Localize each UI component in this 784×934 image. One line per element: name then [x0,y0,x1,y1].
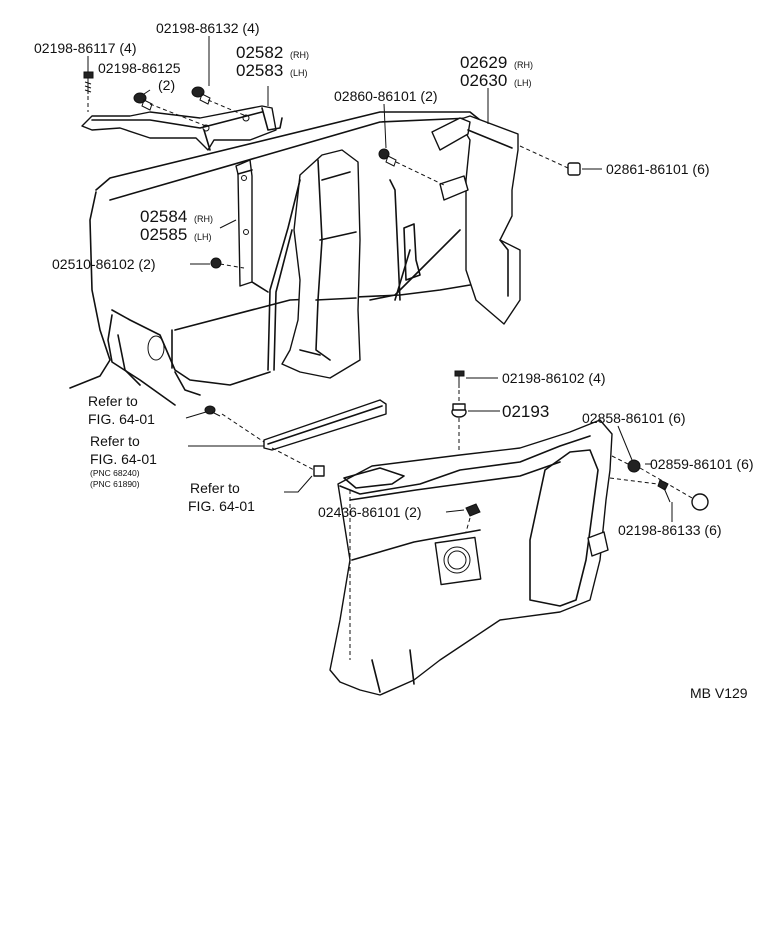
ref3-line2: FIG. 64-01 [188,498,255,514]
label-02583-side: (LH) [290,68,308,78]
quarter-trim-panel [329,419,613,696]
label-02510-86102: 02510-86102 (2) [52,256,156,272]
bracket-02584 [235,159,269,293]
label-02585-side: (LH) [194,232,212,242]
screw-02198-86117 [83,71,94,94]
ref2-pnc1: (PNC 68240) [90,468,140,478]
label-02198-86133: 02198-86133 (6) [618,522,722,538]
ref3-line1: Refer to [190,480,240,496]
nut-02510-86102 [210,257,222,269]
label-02436-86101: 02436-86101 (2) [318,504,422,520]
label-02629: 02629 [460,53,507,72]
ref1-line1: Refer to [88,393,138,409]
label-02193: 02193 [502,402,549,421]
label-02198-86125: 02198-86125 [98,60,181,76]
label-02630: 02630 [460,71,507,90]
figure-code: MB V129 [690,685,748,701]
clip-02861-86101 [567,162,581,176]
label-02858-86101: 02858-86101 (6) [582,410,686,426]
clip-02198-86125 [133,92,153,111]
label-02198-86125-qty: (2) [158,77,175,93]
label-02860-86101: 02860-86101 (2) [334,88,438,104]
clip-02198-86132 [191,86,211,105]
part-number-labels: 02198-86117 (4) 02198-86132 (4) 02198-86… [34,20,754,701]
label-02198-86132: 02198-86132 (4) [156,20,260,36]
leader-lines [87,36,673,522]
label-02629-side: (RH) [514,60,533,70]
clip-ref-fig-64-01 [204,405,221,417]
scuff-plate-strip [263,399,387,451]
ref1-line2: FIG. 64-01 [88,411,155,427]
fasteners [83,71,709,517]
pillar-trim-garnish [267,149,361,379]
label-02582: 02582 [236,43,283,62]
assembly-lines [87,96,693,660]
screw-02198-86133 [657,479,671,503]
nut-02193 [451,403,467,418]
panel-02629 [431,115,521,325]
label-02198-86117: 02198-86117 (4) [34,40,136,56]
clip-02858-86101 [627,459,641,473]
label-02584: 02584 [140,207,187,226]
clip-02436-86101 [465,503,481,517]
label-02859-86101: 02859-86101 (6) [650,456,754,472]
body-quarter-outline [69,111,481,406]
clip-ref-fig-64-01-b [313,465,325,477]
label-02584-side: (RH) [194,214,213,224]
ref2-line2: FIG. 64-01 [90,451,157,467]
bracket-02582 [81,105,283,151]
cap-02859-86101 [691,493,709,511]
label-02582-side: (RH) [290,50,309,60]
clip-02860-86101 [378,148,397,167]
label-02585: 02585 [140,225,187,244]
label-02583: 02583 [236,61,283,80]
label-02861-86101: 02861-86101 (6) [606,161,710,177]
label-02198-86102: 02198-86102 (4) [502,370,606,386]
ref2-line1: Refer to [90,433,140,449]
ref2-pnc2: (PNC 61890) [90,479,140,489]
screw-02198-86102 [454,370,465,388]
label-02630-side: (LH) [514,78,532,88]
